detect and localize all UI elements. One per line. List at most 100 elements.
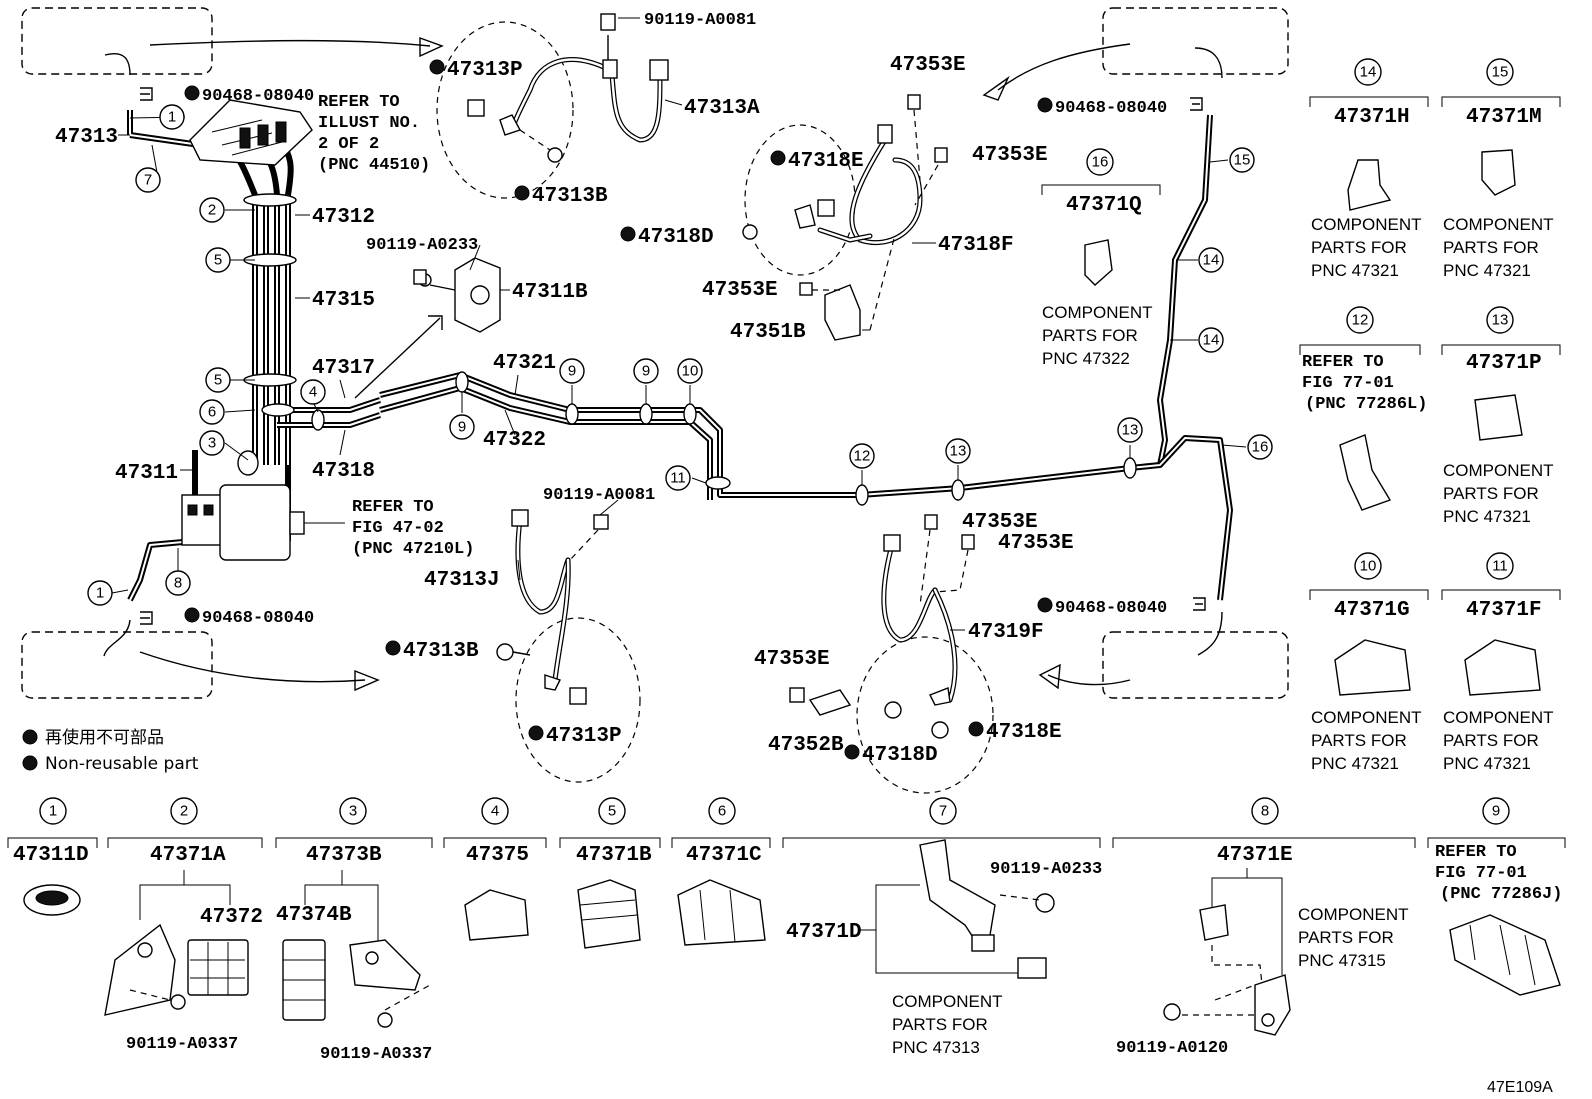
- callout-15: 15: [1234, 152, 1251, 169]
- br-c7-l1: COMPONENT: [892, 992, 1003, 1011]
- br-c1-pn: 47311D: [13, 844, 89, 867]
- br-c7-num: 7: [939, 803, 947, 820]
- callout-14b: 14: [1203, 332, 1220, 349]
- br-c9-r3: (PNC 77286J): [1440, 885, 1562, 904]
- rear-left-hose-assembly: [496, 509, 641, 783]
- wheel-area-front-left: [21, 7, 444, 76]
- label-90468-tl: 90468-08040: [202, 87, 314, 106]
- label-90468-bl: 90468-08040: [202, 609, 314, 628]
- br-c3-num: 3: [349, 803, 357, 820]
- rp-c14-l3: PNC 47321: [1311, 261, 1399, 280]
- rp-c11-l3: PNC 47321: [1443, 754, 1531, 773]
- bracket-47311B: [354, 257, 501, 399]
- front-left-hose-assembly: [436, 13, 669, 199]
- br-c5-num: 5: [608, 803, 616, 820]
- ref-fig4702-line2: FIG 47-02: [352, 519, 444, 538]
- br-c2-num: 2: [180, 803, 188, 820]
- legend-en: Non-reusable part: [45, 754, 199, 774]
- callout-12: 12: [854, 448, 871, 465]
- callout-1b: 1: [96, 585, 104, 602]
- label-90119-A0233: 90119-A0233: [366, 236, 478, 255]
- br-c3-pn: 47373B: [306, 844, 382, 867]
- ref-illust-line3: 2 OF 2: [318, 135, 379, 154]
- callout-9c: 9: [642, 363, 650, 380]
- label-47311: 47311: [115, 462, 178, 485]
- label-90468-br: 90468-08040: [1055, 599, 1167, 618]
- rp-c10-l2: PARTS FOR: [1311, 731, 1407, 750]
- callout-14a: 14: [1203, 252, 1220, 269]
- label-47317: 47317: [312, 357, 375, 380]
- legend-jp: 再使用不可部品: [45, 727, 164, 748]
- rp-c10-l1: COMPONENT: [1311, 708, 1422, 727]
- callout-6: 6: [208, 404, 216, 421]
- label-90119-A0081-top: 90119-A0081: [644, 11, 756, 30]
- label-47313A: 47313A: [684, 97, 760, 120]
- rp-c13-l1: COMPONENT: [1443, 461, 1554, 480]
- rp-c16-l1: COMPONENT: [1042, 303, 1153, 322]
- rp-c12-num: 12: [1352, 312, 1369, 329]
- abs-actuator: [181, 484, 345, 561]
- label-47353E-5: 47353E: [998, 532, 1074, 555]
- br-c4-num: 4: [491, 803, 499, 820]
- rp-c15-l1: COMPONENT: [1443, 215, 1554, 234]
- label-47313P-top: 47313P: [447, 59, 523, 82]
- label-47352B: 47352B: [768, 734, 844, 757]
- br-c9-num: 9: [1492, 803, 1500, 820]
- callout-1: 1: [168, 109, 176, 126]
- rp-c15-num: 15: [1492, 64, 1509, 81]
- br-c3-sub: 47374B: [276, 904, 352, 927]
- ref-illust-line4: (PNC 44510): [318, 156, 430, 175]
- br-c9-r2: FIG 77-01: [1435, 864, 1527, 883]
- br-c2-bolt: 90119-A0337: [126, 1035, 238, 1054]
- rp-c15-l3: PNC 47321: [1443, 261, 1531, 280]
- ref-illust-line2: ILLUST NO.: [318, 114, 420, 133]
- callout-16: 16: [1252, 439, 1269, 456]
- rp-c12-r2: FIG 77-01: [1302, 374, 1394, 393]
- rp-c13-num: 13: [1492, 312, 1509, 329]
- rp-c13-l3: PNC 47321: [1443, 507, 1531, 526]
- label-90468-tr: 90468-08040: [1055, 99, 1167, 118]
- br-c7-l2: PARTS FOR: [892, 1015, 988, 1034]
- label-47311B: 47311B: [512, 281, 588, 304]
- ref-fig4702-line1: REFER TO: [352, 498, 434, 517]
- rp-c16-pn: 47371Q: [1066, 194, 1142, 217]
- callout-5a: 5: [214, 252, 222, 269]
- part-labels: 47313 47312 47315 47311 47311B 47317 473…: [55, 11, 1167, 767]
- br-c9-r1: REFER TO: [1435, 843, 1517, 862]
- label-47319F: 47319F: [968, 621, 1044, 644]
- label-47312: 47312: [312, 206, 375, 229]
- br-c7-bolt: 90119-A0233: [990, 860, 1102, 879]
- br-c8-l2: PARTS FOR: [1298, 928, 1394, 947]
- callout-5b: 5: [214, 372, 222, 389]
- rp-c13-l2: PARTS FOR: [1443, 484, 1539, 503]
- callout-13b: 13: [1122, 422, 1139, 439]
- rp-c11-l1: COMPONENT: [1443, 708, 1554, 727]
- callout-2: 2: [208, 202, 216, 219]
- label-47313: 47313: [55, 126, 118, 149]
- bottom-row: 1 47311D 2 47371A 47372 90119-A0337 3 47…: [7, 797, 1566, 1064]
- br-c1-num: 1: [49, 803, 57, 820]
- ref-fig4702-line3: (PNC 47210L): [352, 540, 474, 559]
- rp-c11-l2: PARTS FOR: [1443, 731, 1539, 750]
- label-47318E-top: 47318E: [788, 150, 864, 173]
- br-c8-num: 8: [1261, 803, 1269, 820]
- rp-c11-num: 11: [1492, 558, 1508, 575]
- label-47313B-top: 47313B: [532, 185, 608, 208]
- callout-8: 8: [174, 575, 182, 592]
- callout-7: 7: [144, 172, 152, 189]
- wheel-area-front-right: [982, 7, 1289, 101]
- rp-c14-pn: 47371H: [1334, 106, 1410, 129]
- rp-c15-pn: 47371M: [1466, 106, 1542, 129]
- rp-c10-l3: PNC 47321: [1311, 754, 1399, 773]
- rp-c16-l2: PARTS FOR: [1042, 326, 1138, 345]
- legend: 再使用不可部品 Non-reusable part: [22, 727, 199, 774]
- label-90119-A0081-mid: 90119-A0081: [543, 486, 655, 505]
- rp-c12-r1: REFER TO: [1302, 353, 1384, 372]
- br-c8-l3: PNC 47315: [1298, 951, 1386, 970]
- rp-c14-l1: COMPONENT: [1311, 215, 1422, 234]
- rp-c14-num: 14: [1360, 64, 1377, 81]
- label-47353E-4: 47353E: [962, 511, 1038, 534]
- master-cylinder: [189, 99, 313, 166]
- label-47318D-bot: 47318D: [862, 744, 938, 767]
